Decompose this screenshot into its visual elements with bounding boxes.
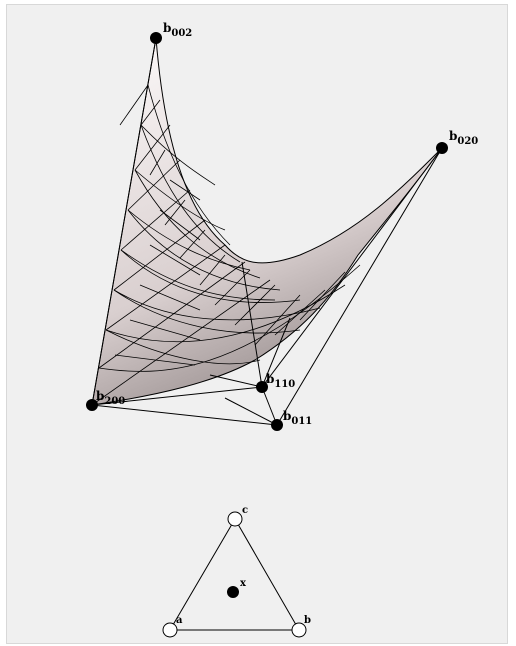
vertex-c [227, 511, 243, 527]
label-b110: b110 [266, 372, 295, 390]
label-b: b [304, 615, 311, 626]
label-a: a [176, 615, 183, 626]
label-b011: b011 [283, 409, 312, 427]
surface-mesh [91, 84, 361, 406]
point-b011 [271, 419, 283, 431]
label-c: c [242, 505, 248, 516]
label-b200: b200 [96, 389, 125, 407]
vertex-a [162, 622, 178, 638]
triangle-outline [169, 518, 300, 631]
label-x: x [240, 578, 247, 589]
control-point-labels: b002 b020 b200 b110 b011 [96, 21, 478, 427]
control-points [86, 32, 448, 431]
control-net [91, 37, 443, 426]
point-x [227, 586, 239, 598]
point-b020 [436, 142, 448, 154]
label-b020: b020 [449, 129, 478, 147]
label-b002: b002 [163, 21, 192, 39]
point-b200 [86, 399, 98, 411]
vertex-b [291, 622, 307, 638]
parameter-triangle: c a b x [162, 505, 311, 638]
surface-patch [91, 37, 443, 406]
point-b110 [256, 381, 268, 393]
point-b002 [150, 32, 162, 44]
